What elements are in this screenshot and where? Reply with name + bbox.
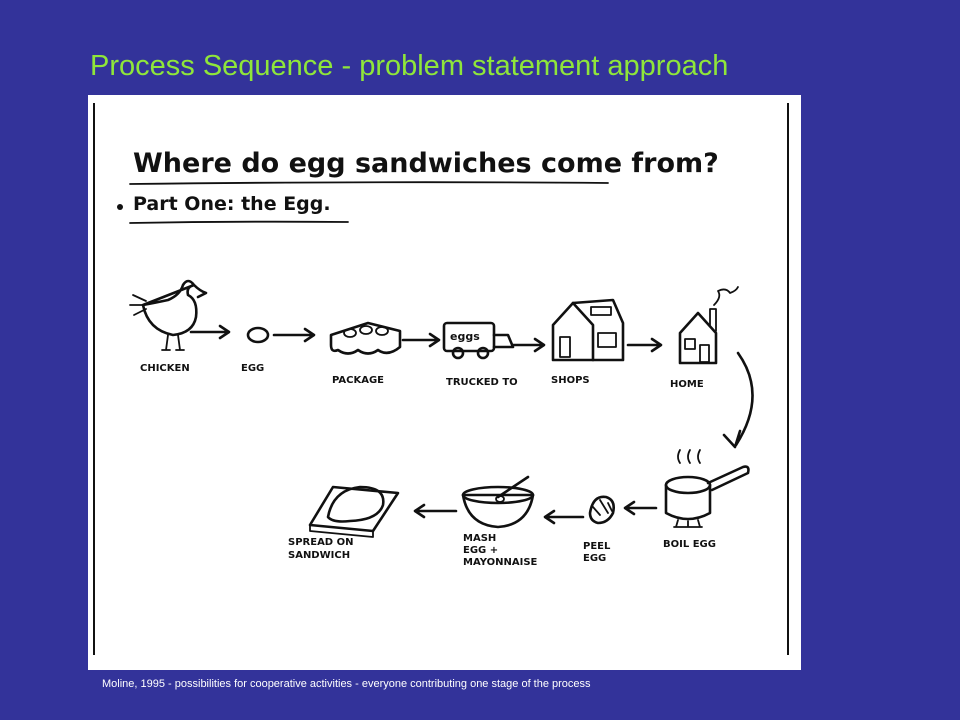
flow-arrow [401,332,441,348]
bullet-dot [117,204,123,210]
flow-arrow [413,503,458,519]
stage-label-trucked: TRUCKED TO [446,377,518,388]
house-icon [678,286,739,365]
stage-label-egg: EGG [241,363,264,374]
hand-peeling-icon [588,495,615,525]
flow-arrow [511,337,546,353]
subheading-underline [129,220,349,224]
flow-arrow-curved [722,351,754,449]
flow-arrow [189,324,231,340]
mixing-bowl-icon [461,475,535,529]
heading-underline [129,181,609,185]
chicken-icon [129,279,208,351]
truck-sign-text: eggs [450,330,480,343]
flow-arrow [626,337,663,353]
stage-label-boil: BOIL EGG [663,539,716,550]
hand-drawn-diagram: Where do egg sandwiches come from? Part … [88,95,801,670]
slide-title: Process Sequence - problem statement app… [90,50,729,82]
flow-arrow [543,509,585,525]
egg-icon [246,326,270,344]
stage-label-package: PACKAGE [332,375,384,386]
stage-label-mash: MASH EGG + MAYONNAISE [463,533,538,568]
flow-arrow [272,327,316,343]
flow-arrow [623,500,658,516]
sandwich-icon [308,485,400,538]
stage-label-chicken: CHICKEN [140,363,190,374]
diagram-subheading: Part One: the Egg. [133,193,331,215]
stage-label-shops: SHOPS [551,375,590,386]
diagram-heading: Where do egg sandwiches come from? [133,148,719,179]
egg-carton-icon [329,321,402,355]
source-credit: Moline, 1995 - possibilities for coopera… [102,678,591,690]
stage-label-spread: SPREAD ON SANDWICH [288,537,357,561]
saucepan-icon [664,449,750,528]
truck-icon: eggs [442,321,515,360]
stage-label-home: HOME [670,379,704,390]
shop-icon [551,298,625,362]
